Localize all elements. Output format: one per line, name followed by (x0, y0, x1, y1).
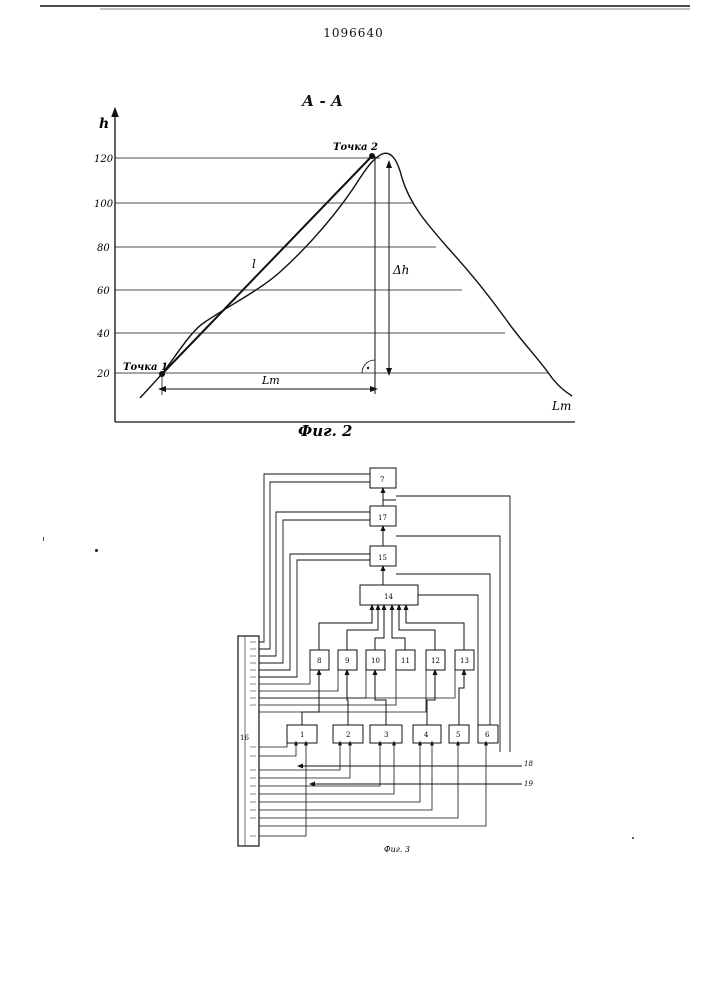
bus-pin-ticks (250, 642, 256, 836)
figure-2-profile: 120 100 80 60 40 20 h Lт Точка 1 Точка 2… (0, 0, 707, 460)
tick-label: 120 (94, 154, 114, 165)
block-label: 1 (300, 731, 304, 739)
right-angle-dot (367, 367, 369, 369)
right-angle-mark (362, 360, 375, 373)
line-of-sight (162, 156, 372, 374)
middle-to-14-wires (319, 607, 464, 650)
bus-label: 16 (240, 734, 249, 742)
right-feedback-wires (383, 496, 510, 752)
bus-to-bottom-wires (259, 738, 486, 836)
x-axis-label: Lт (551, 399, 571, 413)
scan-speck (43, 537, 44, 541)
block-label: 11 (401, 657, 410, 665)
block-label: 8 (317, 657, 321, 665)
block-label: 2 (346, 731, 350, 739)
block-label: 10 (371, 657, 380, 665)
grid-lines (115, 158, 548, 373)
tick-label: 20 (96, 369, 110, 380)
block-label: 15 (378, 554, 387, 562)
figure-3-caption: Фиг. 3 (384, 845, 410, 854)
figure-2-caption: Фиг. 2 (298, 422, 352, 440)
terrain-profile-curve (140, 153, 572, 398)
block-label: 5 (456, 731, 460, 739)
input-19-label: 19 (524, 780, 533, 788)
tick-label: 40 (96, 329, 110, 340)
scan-speck (95, 549, 98, 552)
input-18-label: 18 (524, 760, 533, 768)
tick-label: 80 (97, 243, 110, 254)
y-axis-label: h (99, 116, 109, 132)
block-label: 14 (384, 593, 393, 601)
block-label: 6 (485, 731, 490, 739)
block-label: 13 (460, 657, 469, 665)
point-2-label: Точка 2 (333, 142, 378, 153)
point-1-label: Точка 1 (123, 362, 168, 373)
scan-speck (632, 837, 634, 839)
tick-label: 60 (97, 286, 110, 297)
figure-3-block-diagram: 16 7 17 15 14 8 9 10 11 12 13 (0, 460, 707, 880)
block-label: 12 (431, 657, 440, 665)
block-label: 9 (345, 657, 349, 665)
line-label: l (252, 257, 256, 271)
block-label: 4 (424, 731, 429, 739)
point-2-marker (369, 153, 375, 159)
delta-h-label: Δh (392, 263, 409, 277)
block-label: 7 (380, 476, 384, 484)
block-label: 17 (378, 514, 387, 522)
tick-label: 100 (94, 199, 114, 210)
bus-to-top-wires (259, 474, 370, 677)
block-label: 3 (384, 731, 388, 739)
lt-dimension-label: Lт (261, 374, 280, 387)
bottom-to-middle-wires (302, 672, 464, 725)
input-wires-18-19 (300, 766, 522, 784)
